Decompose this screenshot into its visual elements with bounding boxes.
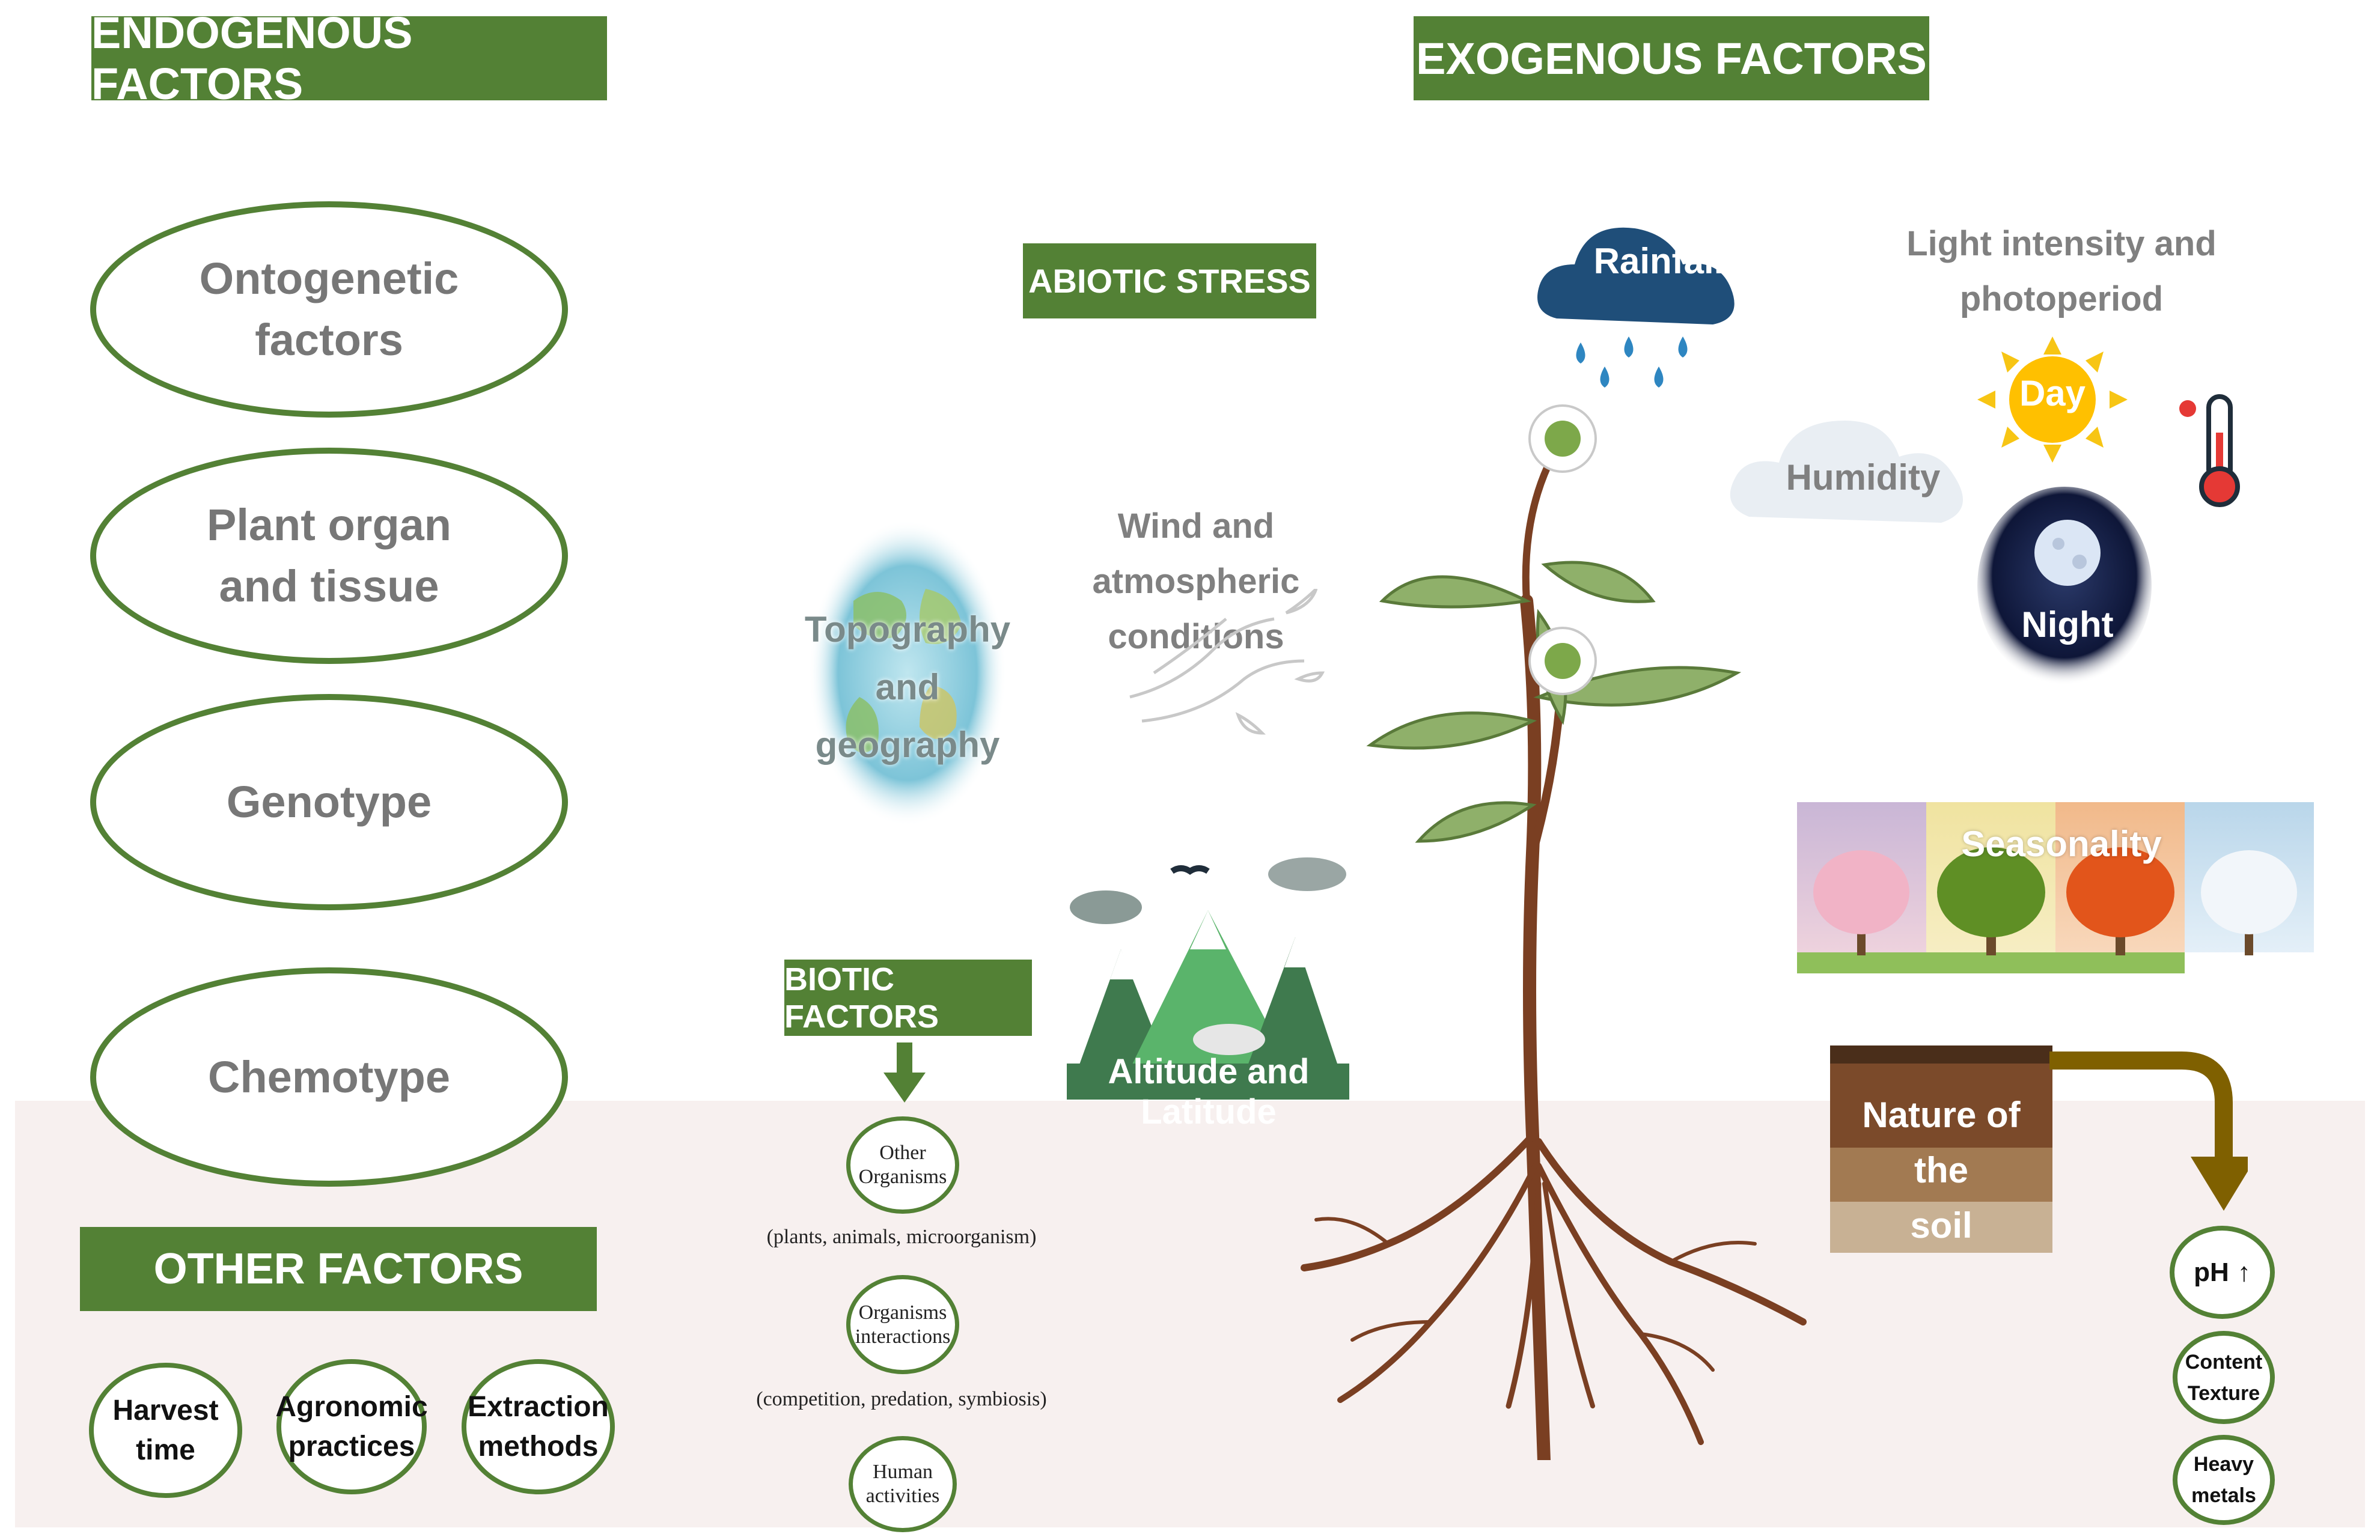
light-line: Light intensity and xyxy=(1906,224,2217,263)
circle-label: Agronomic xyxy=(275,1390,428,1423)
biotic-line: Other xyxy=(879,1142,926,1164)
ellipse-label: Plant organ xyxy=(206,500,452,550)
organisms-interactions-note: (competition, predation, symbiosis) xyxy=(733,1388,1070,1411)
rain-cloud-icon xyxy=(1537,227,1735,388)
biotic-line: Organisms xyxy=(858,1301,947,1324)
other-factors-title: OTHER FACTORS xyxy=(153,1245,523,1293)
topography-line: Topography xyxy=(804,609,1011,650)
sun-icon xyxy=(1977,336,2128,463)
rainfall-label: Rainfall xyxy=(1563,240,1755,282)
soil-arrow-icon xyxy=(2049,1052,2248,1211)
soil-line: soil xyxy=(1910,1205,1973,1246)
endogenous-factors-banner: ENDOGENOUS FACTORS xyxy=(91,8,607,109)
plant-with-roots-illustration xyxy=(1301,404,1807,1460)
circle-label: practices xyxy=(288,1430,415,1462)
flower-icon xyxy=(1528,404,1597,695)
seasonality-trees-icon xyxy=(1797,802,2314,973)
soil-line: Nature of the xyxy=(1862,1095,2021,1190)
endogenous-factors-title: ENDOGENOUS FACTORS xyxy=(91,8,413,109)
biotic-line: Human xyxy=(872,1461,933,1483)
other-factors-banner: OTHER FACTORS xyxy=(80,1227,597,1311)
exogenous-factors-title: EXOGENOUS FACTORS xyxy=(1416,33,1927,84)
chemotype-ellipse: Chemotype xyxy=(90,967,568,1187)
ellipse-label: and tissue xyxy=(219,561,439,611)
night-text: Night xyxy=(2021,604,2114,645)
circle-label: Harvest xyxy=(112,1394,219,1426)
soil-prop-line: metals xyxy=(2191,1484,2256,1507)
humidity-label: Humidity xyxy=(1755,457,1971,498)
biotic-note: (competition, predation, symbiosis) xyxy=(756,1388,1047,1410)
altitude-text: Altitude and Latitude xyxy=(1108,1052,1310,1131)
biotic-line: Organisms xyxy=(858,1166,947,1188)
heavy-metals-circle: Heavy metals xyxy=(2173,1435,2275,1525)
wind-label: Wind and atmospheric conditions xyxy=(1022,499,1370,665)
seasonality-label: Seasonality xyxy=(1911,823,2212,865)
biotic-factors-title: BIOTIC FACTORS xyxy=(784,961,939,1035)
ellipse-label: Chemotype xyxy=(208,1052,450,1102)
light-line: photoperiod xyxy=(1959,279,2164,318)
biotic-note: (plants, animals, microorganism) xyxy=(766,1226,1037,1248)
topography-label: Topography and geography xyxy=(799,601,1016,774)
moon-night-icon xyxy=(1977,487,2152,685)
abiotic-stress-banner: ABIOTIC STRESS xyxy=(1023,243,1316,318)
humidity-text: Humidity xyxy=(1786,457,1941,498)
ellipse-label: Genotype xyxy=(226,777,432,827)
arrow-down-icon xyxy=(883,1042,926,1103)
biotic-line: activities xyxy=(865,1485,940,1507)
harvest-time-circle: Harvest time xyxy=(89,1363,242,1498)
day-text: Day xyxy=(2019,373,2086,413)
arrow-up-icon: ↑ xyxy=(2237,1257,2251,1287)
topography-line: geography xyxy=(815,725,1000,765)
circle-label: time xyxy=(136,1434,195,1466)
wind-line: Wind and atmospheric xyxy=(1092,507,1300,601)
day-label: Day xyxy=(1983,373,2122,414)
topography-line: and xyxy=(875,667,940,707)
extraction-methods-circle: Extraction methods xyxy=(462,1359,615,1494)
soil-prop-line: Heavy xyxy=(2193,1453,2254,1476)
ph-text: pH xyxy=(2194,1257,2229,1287)
soil-nature-label: Nature of the soil xyxy=(1830,1088,2052,1253)
other-organisms-note: (plants, animals, microorganism) xyxy=(745,1226,1058,1249)
agronomic-practices-circle: Agronomic practices xyxy=(275,1359,428,1494)
abiotic-stress-title: ABIOTIC STRESS xyxy=(1028,262,1311,300)
genotype-ellipse: Genotype xyxy=(90,694,568,910)
rainfall-text: Rainfall xyxy=(1593,241,1724,281)
circle-label: Extraction xyxy=(468,1390,609,1423)
light-intensity-label: Light intensity and photoperiod xyxy=(1905,216,2218,327)
mountains-icon xyxy=(1067,857,1349,1100)
biotic-factors-banner: BIOTIC FACTORS xyxy=(784,960,1032,1036)
night-label: Night xyxy=(1989,604,2146,645)
ph-circle: pH ↑ xyxy=(2170,1226,2275,1319)
ellipse-label: Ontogenetic xyxy=(199,254,459,303)
humidity-cloud-icon xyxy=(1730,421,1963,523)
biotic-line: interactions xyxy=(855,1325,951,1348)
soil-prop-line: Content xyxy=(2185,1350,2263,1374)
thermometer-icon xyxy=(2179,394,2240,507)
soil-layers-icon xyxy=(1830,1045,2052,1253)
seasonality-text: Seasonality xyxy=(1961,824,2162,864)
circle-label: methods xyxy=(478,1430,599,1462)
altitude-latitude-label: Altitude and Latitude xyxy=(1065,1052,1352,1132)
ontogenetic-factors-ellipse: Ontogenetic factors xyxy=(90,201,568,418)
ellipse-label: factors xyxy=(255,315,403,365)
soil-prop-line: Texture xyxy=(2187,1381,2260,1405)
wind-leaves-icon xyxy=(1129,589,1325,735)
exogenous-factors-banner: EXOGENOUS FACTORS xyxy=(1414,16,1929,100)
world-map-globe-icon xyxy=(808,520,1007,826)
plant-organ-tissue-ellipse: Plant organ and tissue xyxy=(90,448,568,664)
